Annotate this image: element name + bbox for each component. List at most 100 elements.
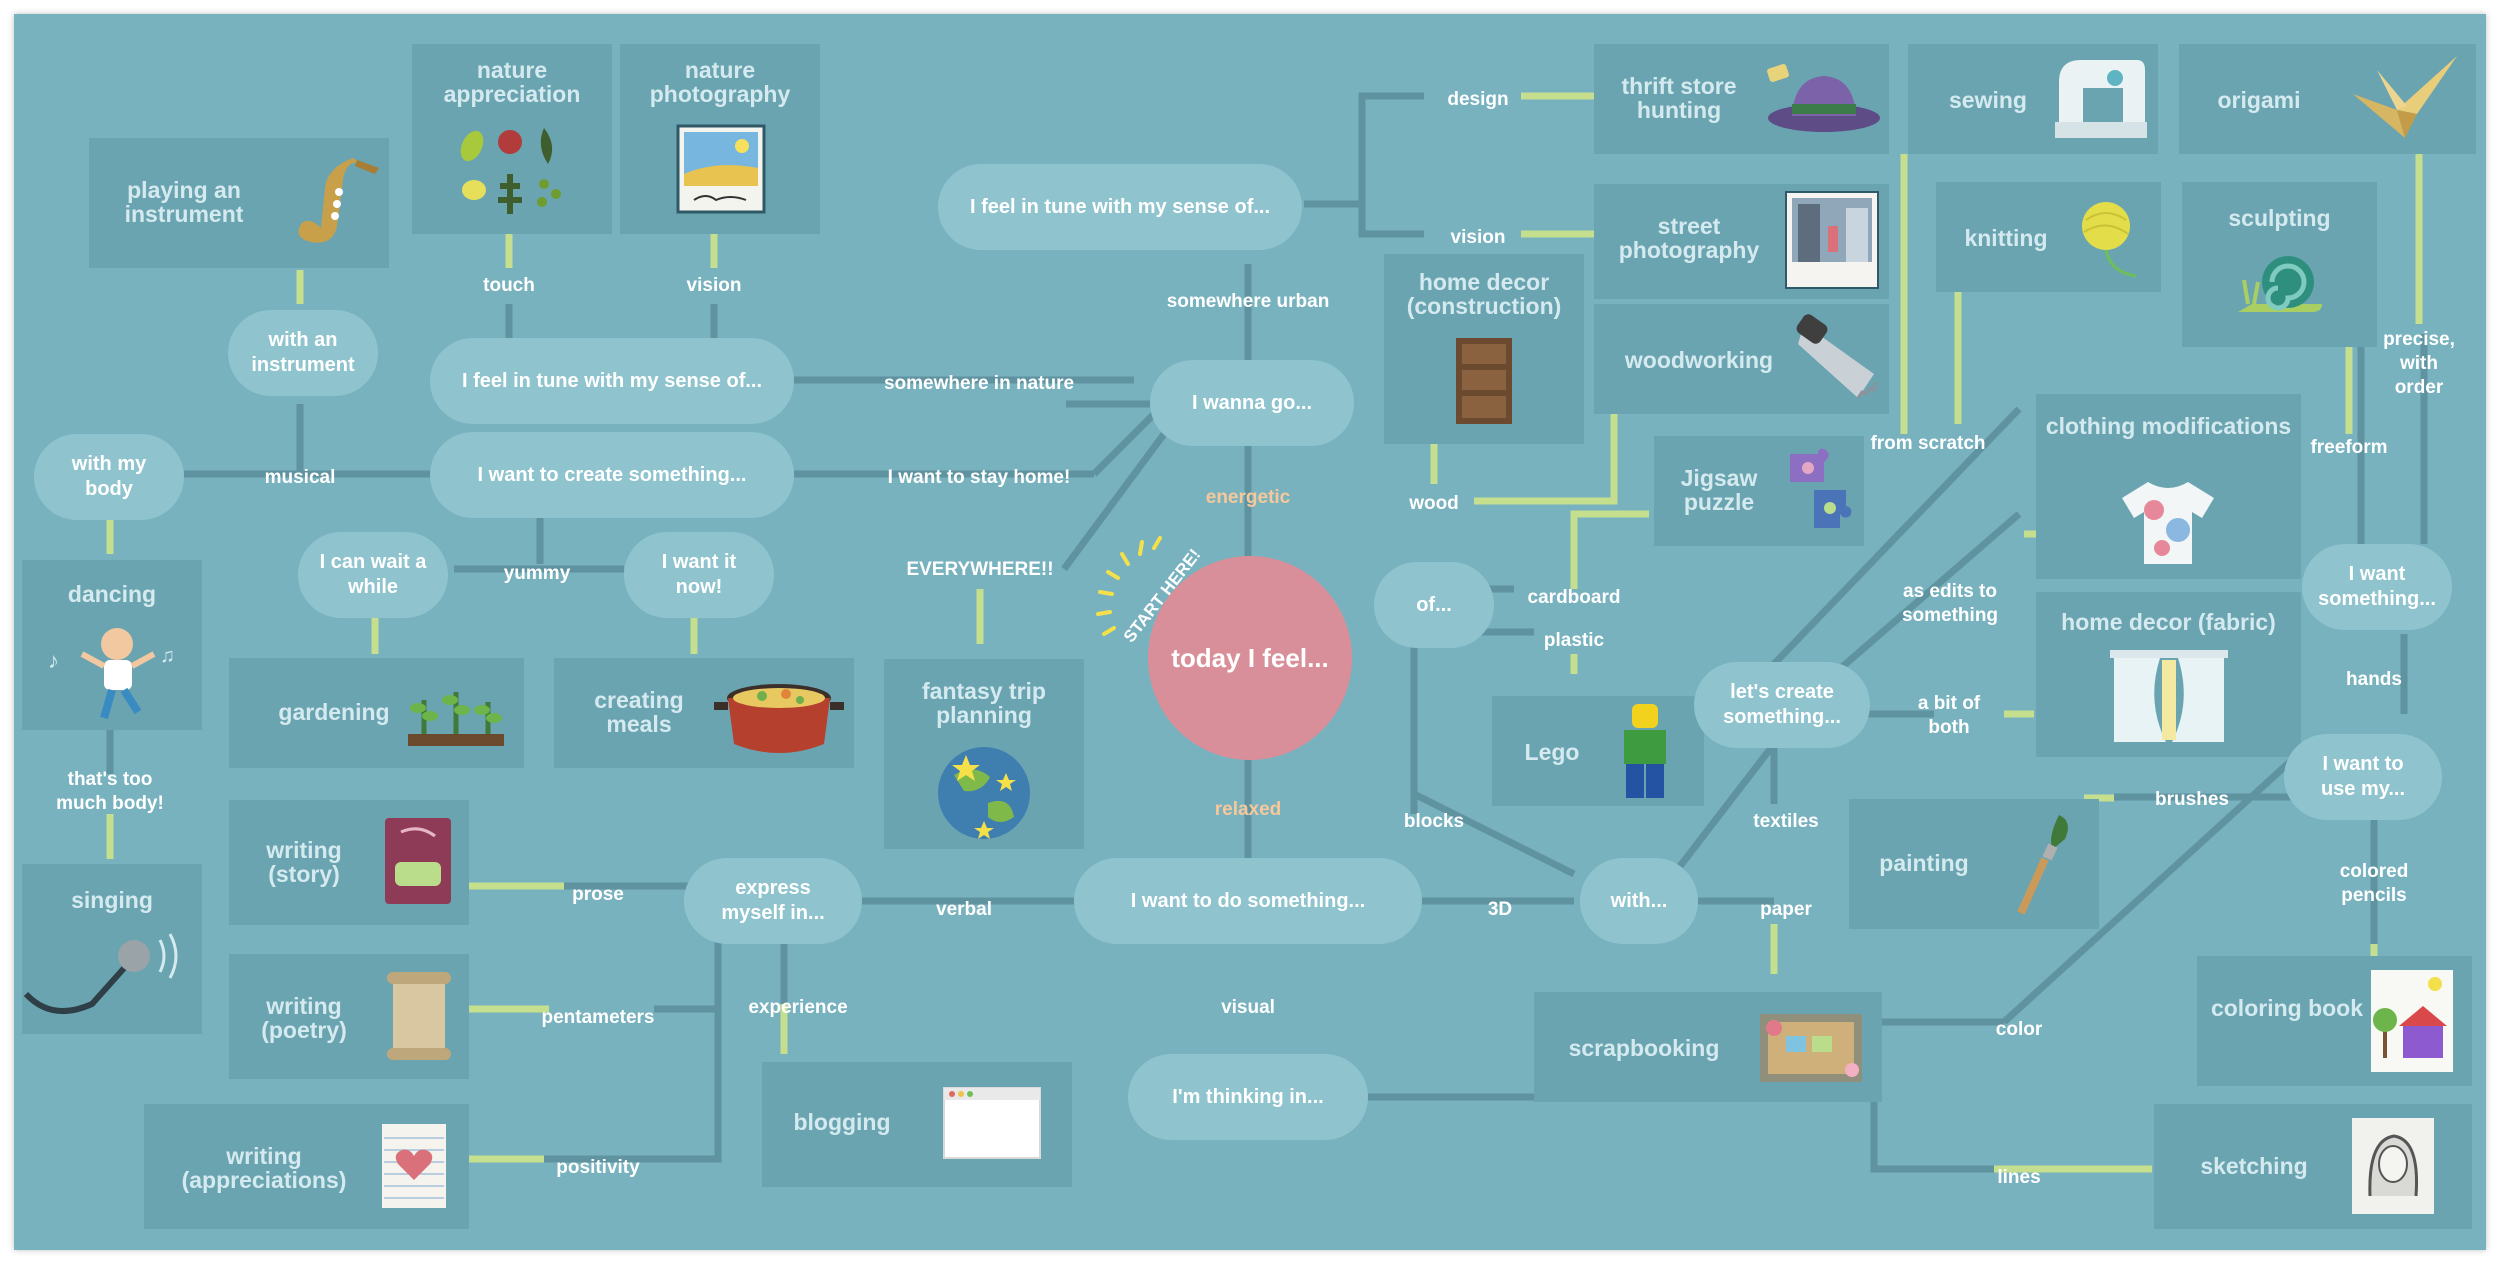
pill-of[interactable]: of... <box>1374 562 1494 648</box>
notepad-heart-icon <box>382 1124 446 1208</box>
svg-text:♪: ♪ <box>48 648 59 673</box>
card-writing-appreciations[interactable]: writing (appreciations) <box>144 1104 469 1229</box>
center-today-i-feel[interactable]: today I feel... <box>1148 556 1352 760</box>
label-prose: prose <box>572 884 624 905</box>
card-dancing[interactable]: dancing ♪♫ <box>22 560 202 730</box>
label-stay-home: I want to stay home! <box>887 467 1071 488</box>
card-playing-instrument[interactable]: playing an instrument <box>89 138 389 268</box>
label-yummy: yummy <box>503 563 571 584</box>
lego-figure-icon <box>1624 704 1666 798</box>
pill-with-body[interactable]: with my body <box>34 434 184 520</box>
card-origami[interactable]: origami <box>2179 44 2476 154</box>
browser-window-icon <box>943 1087 1041 1159</box>
card-singing[interactable]: singing <box>22 864 202 1034</box>
label-somewhere-urban: somewhere urban <box>1166 291 1330 312</box>
label-textiles: textiles <box>1753 811 1819 832</box>
globe-icon <box>938 747 1030 839</box>
leaves-icon <box>460 128 561 214</box>
seedlings-icon <box>408 692 504 746</box>
label-brushes: brushes <box>2155 789 2229 810</box>
label-3d: 3D <box>1487 899 1513 920</box>
burst-icon <box>1096 536 1162 636</box>
pill-lets-create[interactable]: let's create something... <box>1694 662 1870 748</box>
label-verbal: verbal <box>936 899 992 920</box>
card-writing-story[interactable]: writing (story) <box>229 800 469 925</box>
card-clothing-mods[interactable]: clothing modifications <box>2036 394 2301 579</box>
label-bit-of-both: a bit of both <box>1917 693 1981 738</box>
card-writing-poetry[interactable]: writing (poetry) <box>229 954 469 1079</box>
card-knitting[interactable]: knitting <box>1936 182 2161 292</box>
label-pentameters: pentameters <box>541 1007 655 1028</box>
scrapbook-icon <box>1760 1014 1862 1082</box>
pill-with-instrument[interactable]: with an instrument <box>228 310 378 396</box>
card-sculpting[interactable]: sculpting <box>2182 182 2377 347</box>
card-thrift-store[interactable]: thrift store hunting <box>1594 44 1889 154</box>
label-cardboard: cardboard <box>1527 587 1621 608</box>
label-visual: visual <box>1221 997 1275 1018</box>
pill-want-now[interactable]: I want it now! <box>624 532 774 618</box>
book-icon <box>385 818 451 904</box>
card-woodworking[interactable]: woodworking <box>1594 304 1889 414</box>
card-nature-appreciation[interactable]: nature appreciation <box>412 44 612 234</box>
card-scrapbooking[interactable]: scrapbooking <box>1534 992 1882 1102</box>
paper-crane-icon <box>2353 56 2457 138</box>
card-sketching[interactable]: sketching <box>2154 1104 2472 1229</box>
puzzle-pieces-icon <box>1790 448 1852 528</box>
saxophone-icon <box>298 158 379 243</box>
label-positivity: positivity <box>556 1157 640 1178</box>
card-coloring-book[interactable]: coloring book <box>2197 956 2472 1086</box>
card-blogging[interactable]: blogging <box>762 1062 1072 1187</box>
card-street-photography[interactable]: street photography <box>1594 184 1889 299</box>
label-lines: lines <box>1997 1167 2041 1188</box>
label-from-scratch: from scratch <box>1870 433 1986 454</box>
label-as-edits: as edits to something <box>1901 581 1999 626</box>
pot-icon <box>714 684 844 753</box>
polaroid-icon <box>1785 191 1879 289</box>
label-somewhere-nature: somewhere in nature <box>883 373 1075 394</box>
label-experience: experience <box>748 997 848 1018</box>
label-vision-nature: vision <box>686 275 742 296</box>
pill-thinking[interactable]: I'm thinking in... <box>1128 1054 1368 1140</box>
label-plastic: plastic <box>1543 630 1605 651</box>
pill-wait[interactable]: I can wait a while <box>298 532 448 618</box>
label-touch: touch <box>483 275 535 296</box>
coloring-page-icon <box>2371 970 2453 1072</box>
card-home-decor-construction[interactable]: home decor (construction) <box>1384 254 1584 444</box>
card-sewing[interactable]: sewing <box>1908 44 2158 154</box>
label-color: color <box>1995 1019 2043 1040</box>
label-paper: paper <box>1760 899 1812 920</box>
sewing-machine-icon <box>2055 60 2147 138</box>
pill-use-my[interactable]: I want to use my... <box>2284 734 2442 820</box>
pill-want-something[interactable]: I want something... <box>2302 544 2452 630</box>
card-jigsaw[interactable]: Jigsaw puzzle <box>1654 436 1864 546</box>
card-nature-photography[interactable]: nature photography <box>620 44 820 234</box>
card-fantasy-trip[interactable]: fantasy trip planning <box>884 659 1084 849</box>
portrait-sketch-icon <box>2352 1118 2434 1214</box>
card-painting[interactable]: painting <box>1849 799 2099 929</box>
label-precise: precise, with order <box>2383 329 2455 398</box>
pill-do-something[interactable]: I want to do something... <box>1074 858 1422 944</box>
label-wood: wood <box>1409 493 1459 514</box>
card-home-decor-fabric[interactable]: home decor (fabric) <box>2036 592 2301 757</box>
label-blocks: blocks <box>1403 811 1465 832</box>
pill-with[interactable]: with... <box>1580 858 1698 944</box>
landscape-photo-icon <box>676 124 766 214</box>
microphone-icon <box>23 933 178 1014</box>
card-lego[interactable]: Lego <box>1492 696 1704 806</box>
label-design: design <box>1447 89 1509 110</box>
fedora-hat-icon <box>1767 64 1880 132</box>
pill-wanna-go[interactable]: I wanna go... <box>1150 360 1354 446</box>
card-creating-meals[interactable]: creating meals <box>554 658 854 768</box>
pill-tune-urban[interactable]: I feel in tune with my sense of... <box>938 164 1302 250</box>
pill-create-home[interactable]: I want to create something... <box>430 432 794 518</box>
pill-tune-nature[interactable]: I feel in tune with my sense of... <box>430 338 794 424</box>
card-gardening[interactable]: gardening <box>229 658 524 768</box>
label-relaxed: relaxed <box>1214 799 1282 820</box>
yarn-icon <box>2082 202 2137 278</box>
label-colored-pencils: colored pencils <box>2339 861 2409 906</box>
dancer-icon: ♪♫ <box>48 628 175 720</box>
label-everywhere: EVERYWHERE!! <box>906 559 1054 580</box>
saw-icon <box>1796 314 1878 399</box>
label-freeform: freeform <box>2310 437 2388 458</box>
pill-express[interactable]: express myself in... <box>684 858 862 944</box>
